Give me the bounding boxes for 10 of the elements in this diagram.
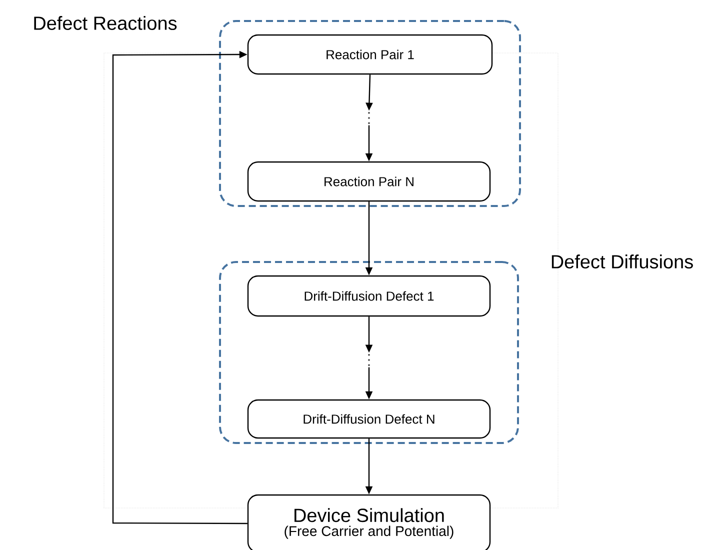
ellipsis: ⋮ xyxy=(368,354,370,366)
arrow xyxy=(112,50,248,524)
group-heading: Defect Diffusions xyxy=(552,254,693,268)
ellipsis: ⋮ xyxy=(368,112,370,124)
process-box: Reaction Pair N xyxy=(247,161,491,202)
process-box: Device Simulation (Free Carrier and Potential) xyxy=(247,494,491,550)
process-box: Reaction Pair 1 xyxy=(247,34,493,75)
process-box: Drift-Diffusion Defect 1 xyxy=(247,275,491,317)
group-heading: Defect Reactions xyxy=(34,16,177,30)
process-box: Drift-Diffusion Defect N xyxy=(247,399,491,439)
